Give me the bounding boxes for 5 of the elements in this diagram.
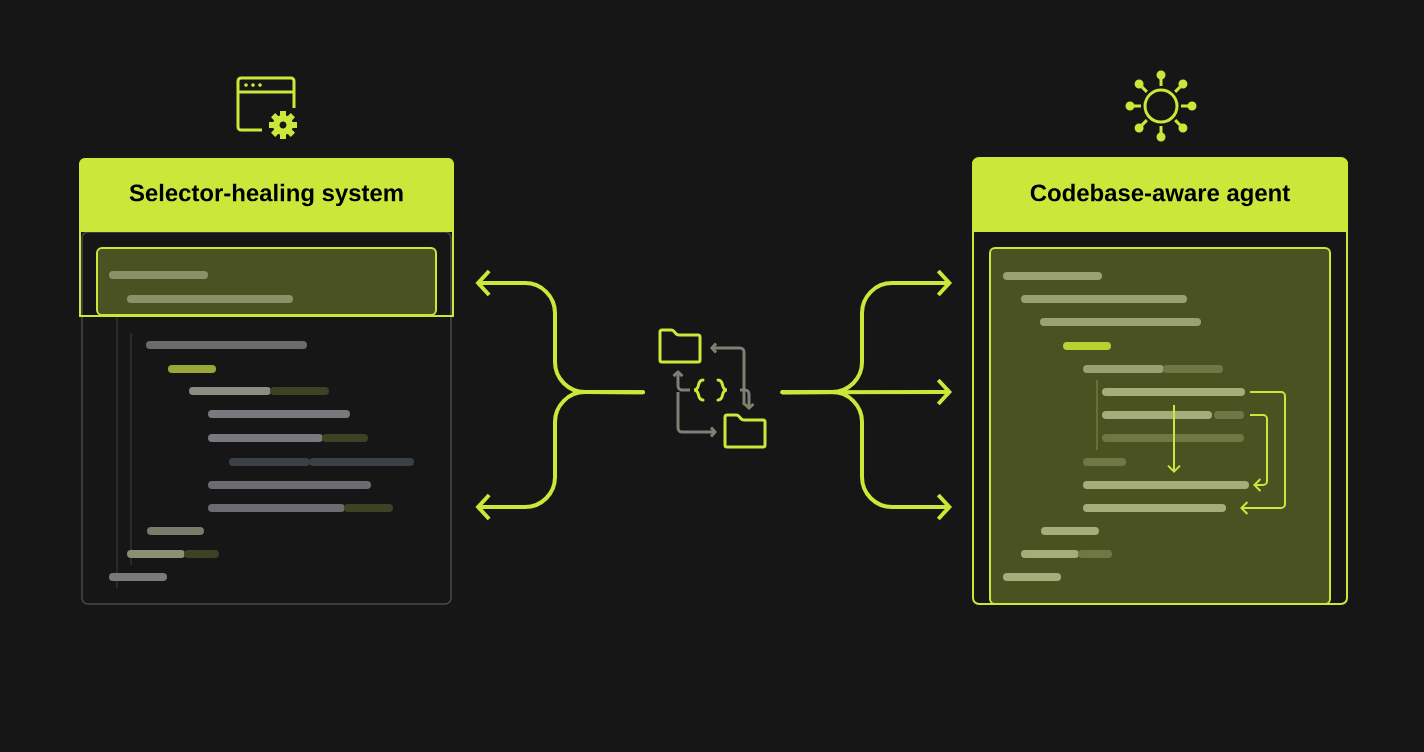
panel-header: Selector-healing system [129, 183, 403, 207]
panel-header: Codebase-aware agent [1030, 183, 1290, 207]
arrow [780, 390, 952, 521]
arrow [475, 390, 645, 521]
folder-sync-drawing [658, 328, 767, 449]
